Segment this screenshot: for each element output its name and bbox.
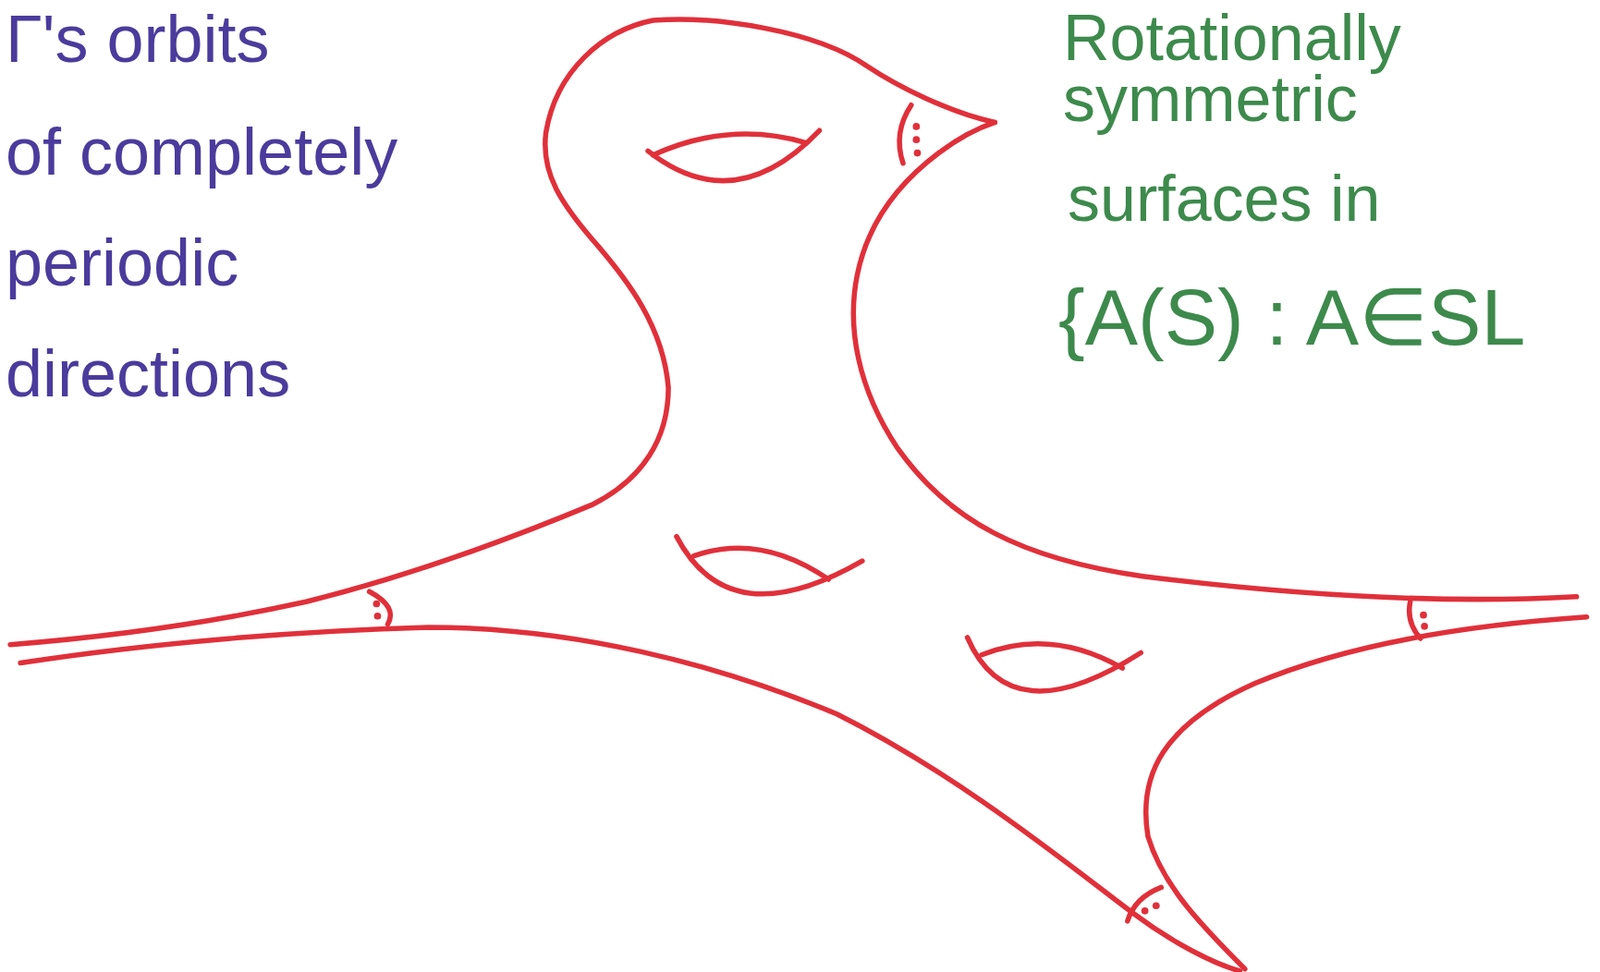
cusp-dot bbox=[912, 135, 920, 144]
cusp-dot bbox=[1152, 902, 1161, 910]
surface-outline bbox=[20, 627, 1240, 972]
handwritten-note: symmetric bbox=[1062, 66, 1358, 132]
cusp-dot bbox=[372, 600, 380, 609]
cusp-dot bbox=[374, 612, 382, 621]
cusp-dot bbox=[1420, 622, 1429, 631]
surface-hole bbox=[653, 134, 807, 156]
cusp-dot bbox=[1141, 907, 1149, 916]
surface-hole bbox=[647, 130, 819, 181]
surface-outline bbox=[1146, 617, 1588, 970]
handwritten-note: directions bbox=[5, 340, 291, 407]
cusp-dot bbox=[1419, 611, 1428, 620]
cusp-dot bbox=[912, 122, 920, 131]
cusp-mark bbox=[1127, 887, 1161, 921]
surface-outline bbox=[10, 19, 995, 646]
handwritten-note: Rotationally bbox=[1062, 5, 1402, 71]
surface-hole bbox=[981, 644, 1123, 669]
surface-hole bbox=[694, 548, 830, 580]
surface-hole bbox=[967, 637, 1142, 692]
handwritten-note: Γ's orbits bbox=[5, 5, 269, 73]
cusp-mark bbox=[369, 591, 391, 624]
handwritten-note: {A(S) : A∈SL bbox=[1058, 277, 1526, 357]
surface-hole bbox=[676, 537, 863, 595]
cusp-dot bbox=[914, 149, 922, 158]
cusp-mark bbox=[899, 105, 912, 164]
handwritten-note: periodic bbox=[5, 229, 239, 296]
cusp-mark bbox=[1409, 601, 1421, 639]
handwritten-note: surfaces in bbox=[1067, 166, 1381, 232]
surface-outline bbox=[853, 122, 1576, 599]
handwritten-note: of completely bbox=[5, 118, 398, 185]
